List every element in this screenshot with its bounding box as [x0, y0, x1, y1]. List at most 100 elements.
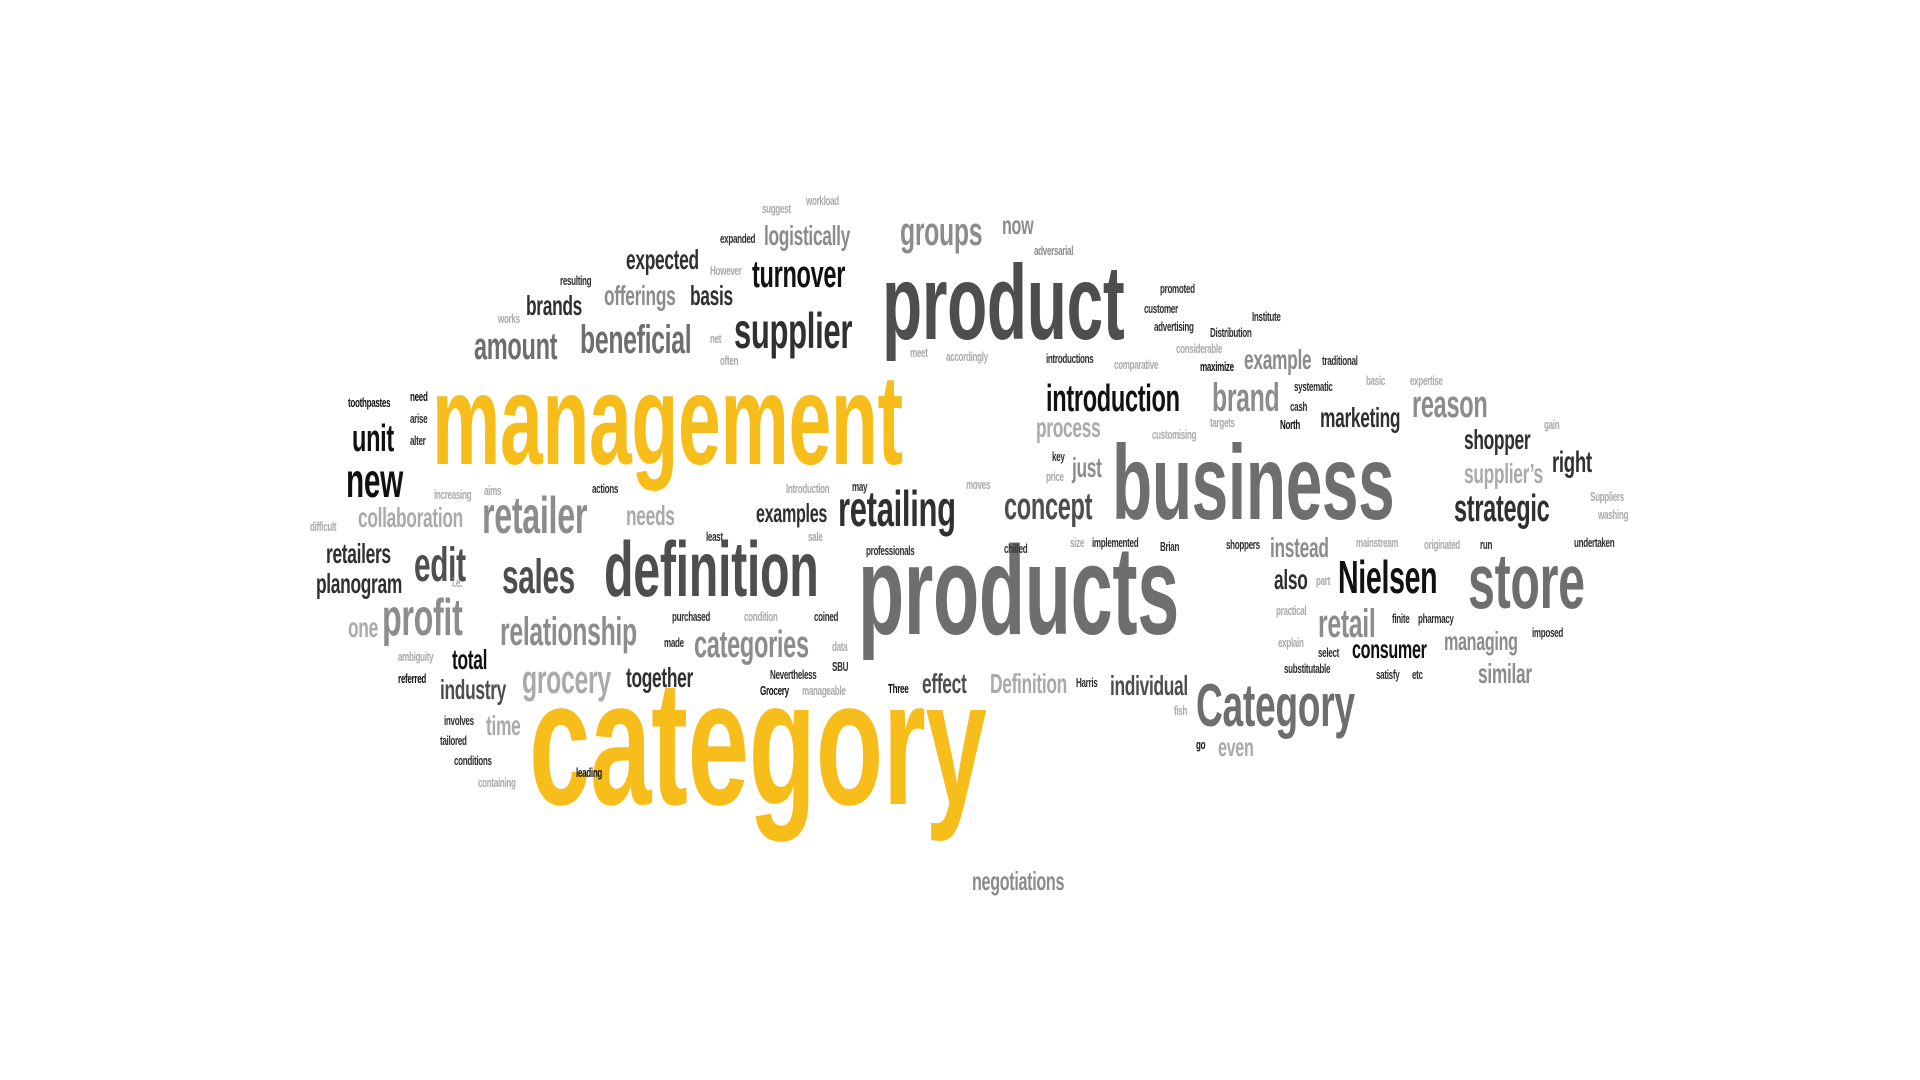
word-suggest: suggest: [762, 201, 791, 216]
word-implemented: implemented: [1092, 535, 1139, 550]
word-Suppliers: Suppliers: [1590, 489, 1624, 504]
word-workload: workload: [806, 193, 839, 208]
word-customising: customising: [1152, 427, 1197, 442]
word-mainstream: mainstream: [1356, 535, 1399, 550]
word-works: works: [498, 311, 520, 326]
word-select: select: [1318, 645, 1340, 660]
word-products: products: [858, 520, 1180, 661]
word-expanded: expanded: [720, 231, 756, 246]
word-Institute: Institute: [1252, 309, 1281, 324]
word-targets: targets: [1210, 415, 1235, 430]
word-collaboration: collaboration: [358, 502, 463, 533]
word-unit: unit: [352, 418, 394, 460]
word-time: time: [486, 710, 521, 741]
word-Introduction: Introduction: [786, 481, 830, 496]
word-key: key: [1052, 449, 1065, 464]
word-introductions: introductions: [1046, 351, 1094, 366]
word-strategic: strategic: [1454, 488, 1550, 530]
word-advertising: advertising: [1154, 319, 1194, 334]
word-Nevertheless: Nevertheless: [770, 667, 817, 682]
word-Brian: Brian: [1160, 539, 1180, 554]
word-maximize: maximize: [1200, 359, 1234, 374]
word-price: price: [1046, 469, 1064, 484]
word-reason: reason: [1412, 384, 1488, 426]
word-data: data: [832, 639, 848, 654]
word-North: North: [1280, 417, 1300, 432]
word-pharmacy: pharmacy: [1418, 611, 1454, 626]
word-promoted: promoted: [1160, 281, 1195, 296]
word-business: business: [1112, 424, 1395, 542]
word-Nielsen: Nielsen: [1338, 551, 1438, 603]
word-one: one: [348, 612, 378, 643]
word-conditions: conditions: [454, 753, 492, 768]
word-least: least: [706, 529, 723, 544]
word-beneficial: beneficial: [580, 318, 692, 362]
word-definition: definition: [604, 525, 819, 613]
word-also: also: [1274, 564, 1308, 595]
word-part: part: [1316, 573, 1330, 588]
word-new: new: [346, 455, 403, 508]
word-product: product: [882, 244, 1125, 362]
word-suppliers: supplier’s: [1464, 458, 1543, 489]
word-customer: customer: [1144, 301, 1178, 316]
word-aims: aims: [484, 483, 502, 498]
word-categories: categories: [694, 624, 809, 666]
word-net: net: [710, 331, 722, 346]
word-explain: explain: [1278, 635, 1304, 650]
word-right: right: [1552, 446, 1592, 479]
word-need: need: [410, 389, 428, 404]
word-ambiguity: ambiguity: [398, 649, 434, 664]
word-comparative: comparative: [1114, 357, 1159, 372]
word-amount: amount: [474, 326, 558, 368]
word-etc: etc: [1412, 667, 1423, 682]
word-retail: retail: [1318, 602, 1376, 646]
word-sale: sale: [808, 529, 823, 544]
word-However: However: [710, 263, 742, 278]
word-examples: examples: [756, 498, 828, 528]
word-consumer: consumer: [1352, 634, 1427, 664]
word-concept: concept: [1004, 486, 1093, 528]
word-considerable: considerable: [1176, 341, 1223, 356]
word-together: together: [626, 662, 693, 693]
word-run: run: [1480, 537, 1493, 552]
word-category: category: [529, 643, 987, 842]
word-retailer: retailer: [482, 487, 588, 545]
word-often: often: [720, 353, 739, 368]
word-resulting: resulting: [560, 273, 592, 288]
word-practical: practical: [1276, 603, 1307, 618]
word-manageable: manageable: [802, 683, 846, 698]
word-instead: instead: [1270, 532, 1329, 563]
word-professionals: professionals: [866, 543, 915, 558]
word-retailing: retailing: [838, 481, 956, 537]
word-grocery: grocery: [522, 658, 611, 702]
word-purchased: purchased: [672, 609, 710, 624]
word-may: may: [852, 479, 868, 494]
word-alter: alter: [410, 433, 426, 448]
word-individual: individual: [1110, 670, 1188, 701]
word-imposed: imposed: [1532, 625, 1563, 640]
word-Harris: Harris: [1076, 675, 1098, 690]
word-industry: industry: [440, 674, 507, 705]
word-turnover: turnover: [752, 254, 846, 296]
word-Grocery: Grocery: [760, 683, 789, 698]
word-arise: arise: [410, 411, 428, 426]
word-undertaken: undertaken: [1574, 535, 1615, 550]
word-sales: sales: [502, 551, 575, 604]
word-management: management: [432, 349, 903, 492]
word-increasing: increasing: [434, 487, 472, 502]
word-gain: gain: [1544, 417, 1560, 432]
word-effect: effect: [922, 668, 967, 699]
word-washing: washing: [1598, 507, 1629, 522]
word-moves: moves: [966, 477, 990, 492]
word-tailored: tailored: [440, 733, 467, 748]
word-shoppers: shoppers: [1226, 537, 1260, 552]
word-involves: involves: [444, 713, 474, 728]
word-offerings: offerings: [604, 280, 676, 311]
word-satisfy: satisfy: [1376, 667, 1400, 682]
word-Category: Category: [1196, 672, 1355, 739]
word-similar: similar: [1478, 658, 1532, 689]
word-supplier: supplier: [734, 303, 853, 359]
word-difficult: difficult: [310, 519, 337, 534]
word-needs: needs: [626, 500, 675, 531]
